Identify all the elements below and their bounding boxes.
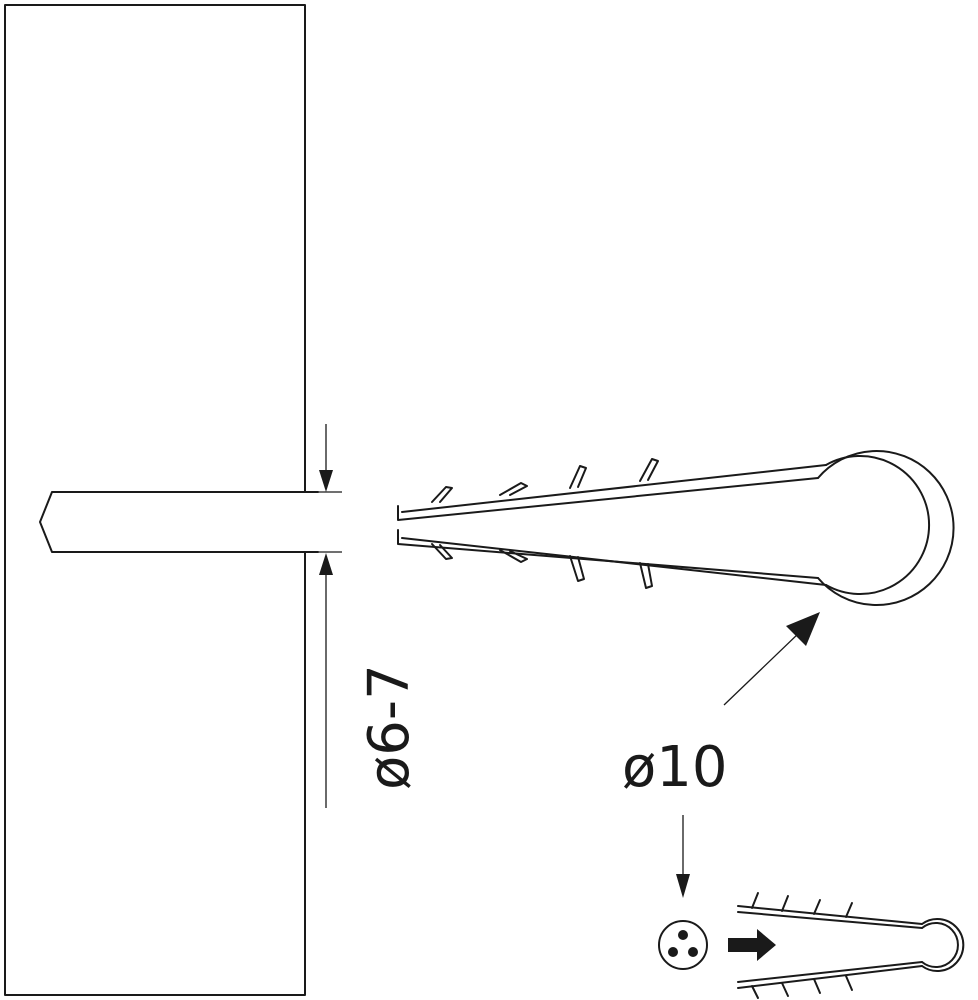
- small-dowel-spread: [737, 892, 965, 999]
- wall-panel: [4, 4, 306, 996]
- head-leader-arrow-icon: [786, 612, 820, 646]
- hole-diameter-label: ø6-7: [357, 664, 422, 790]
- head-diameter-label: ø10: [622, 735, 728, 800]
- cable-tie-dowel: [397, 450, 955, 606]
- cable-bundle-icon: [658, 920, 708, 970]
- bundle-arrow-down-icon: [676, 874, 690, 898]
- dim-arrow-down-icon: [319, 470, 333, 492]
- drilled-hole: [39, 491, 319, 553]
- dim-arrow-up-icon: [319, 553, 333, 575]
- insert-arrow-icon: [728, 929, 776, 961]
- head-leader-line: [723, 631, 801, 706]
- hole-opening-mask: [302, 492, 308, 552]
